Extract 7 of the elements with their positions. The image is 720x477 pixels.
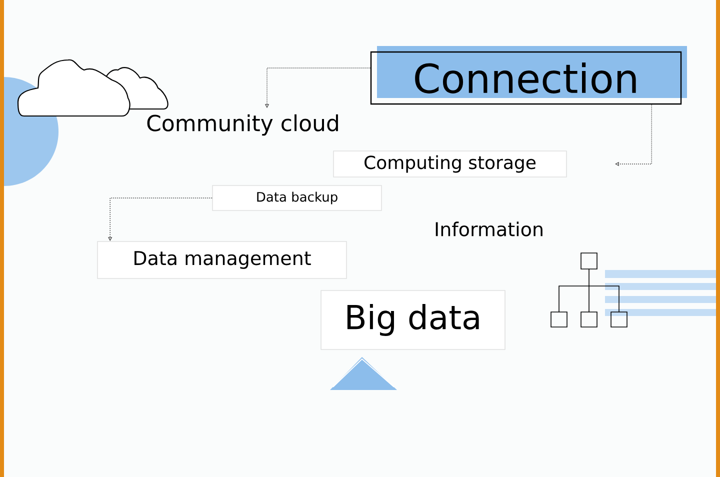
heading-text: Information	[436, 222, 542, 236]
label-box: Data backup	[212, 185, 382, 211]
label-box: Big data	[320, 290, 506, 350]
label-box: Computing storage	[333, 150, 567, 178]
label-box: Data management	[97, 241, 347, 279]
heading-text: Community cloud	[147, 114, 338, 136]
highlighted-box: Connection	[370, 46, 687, 105]
